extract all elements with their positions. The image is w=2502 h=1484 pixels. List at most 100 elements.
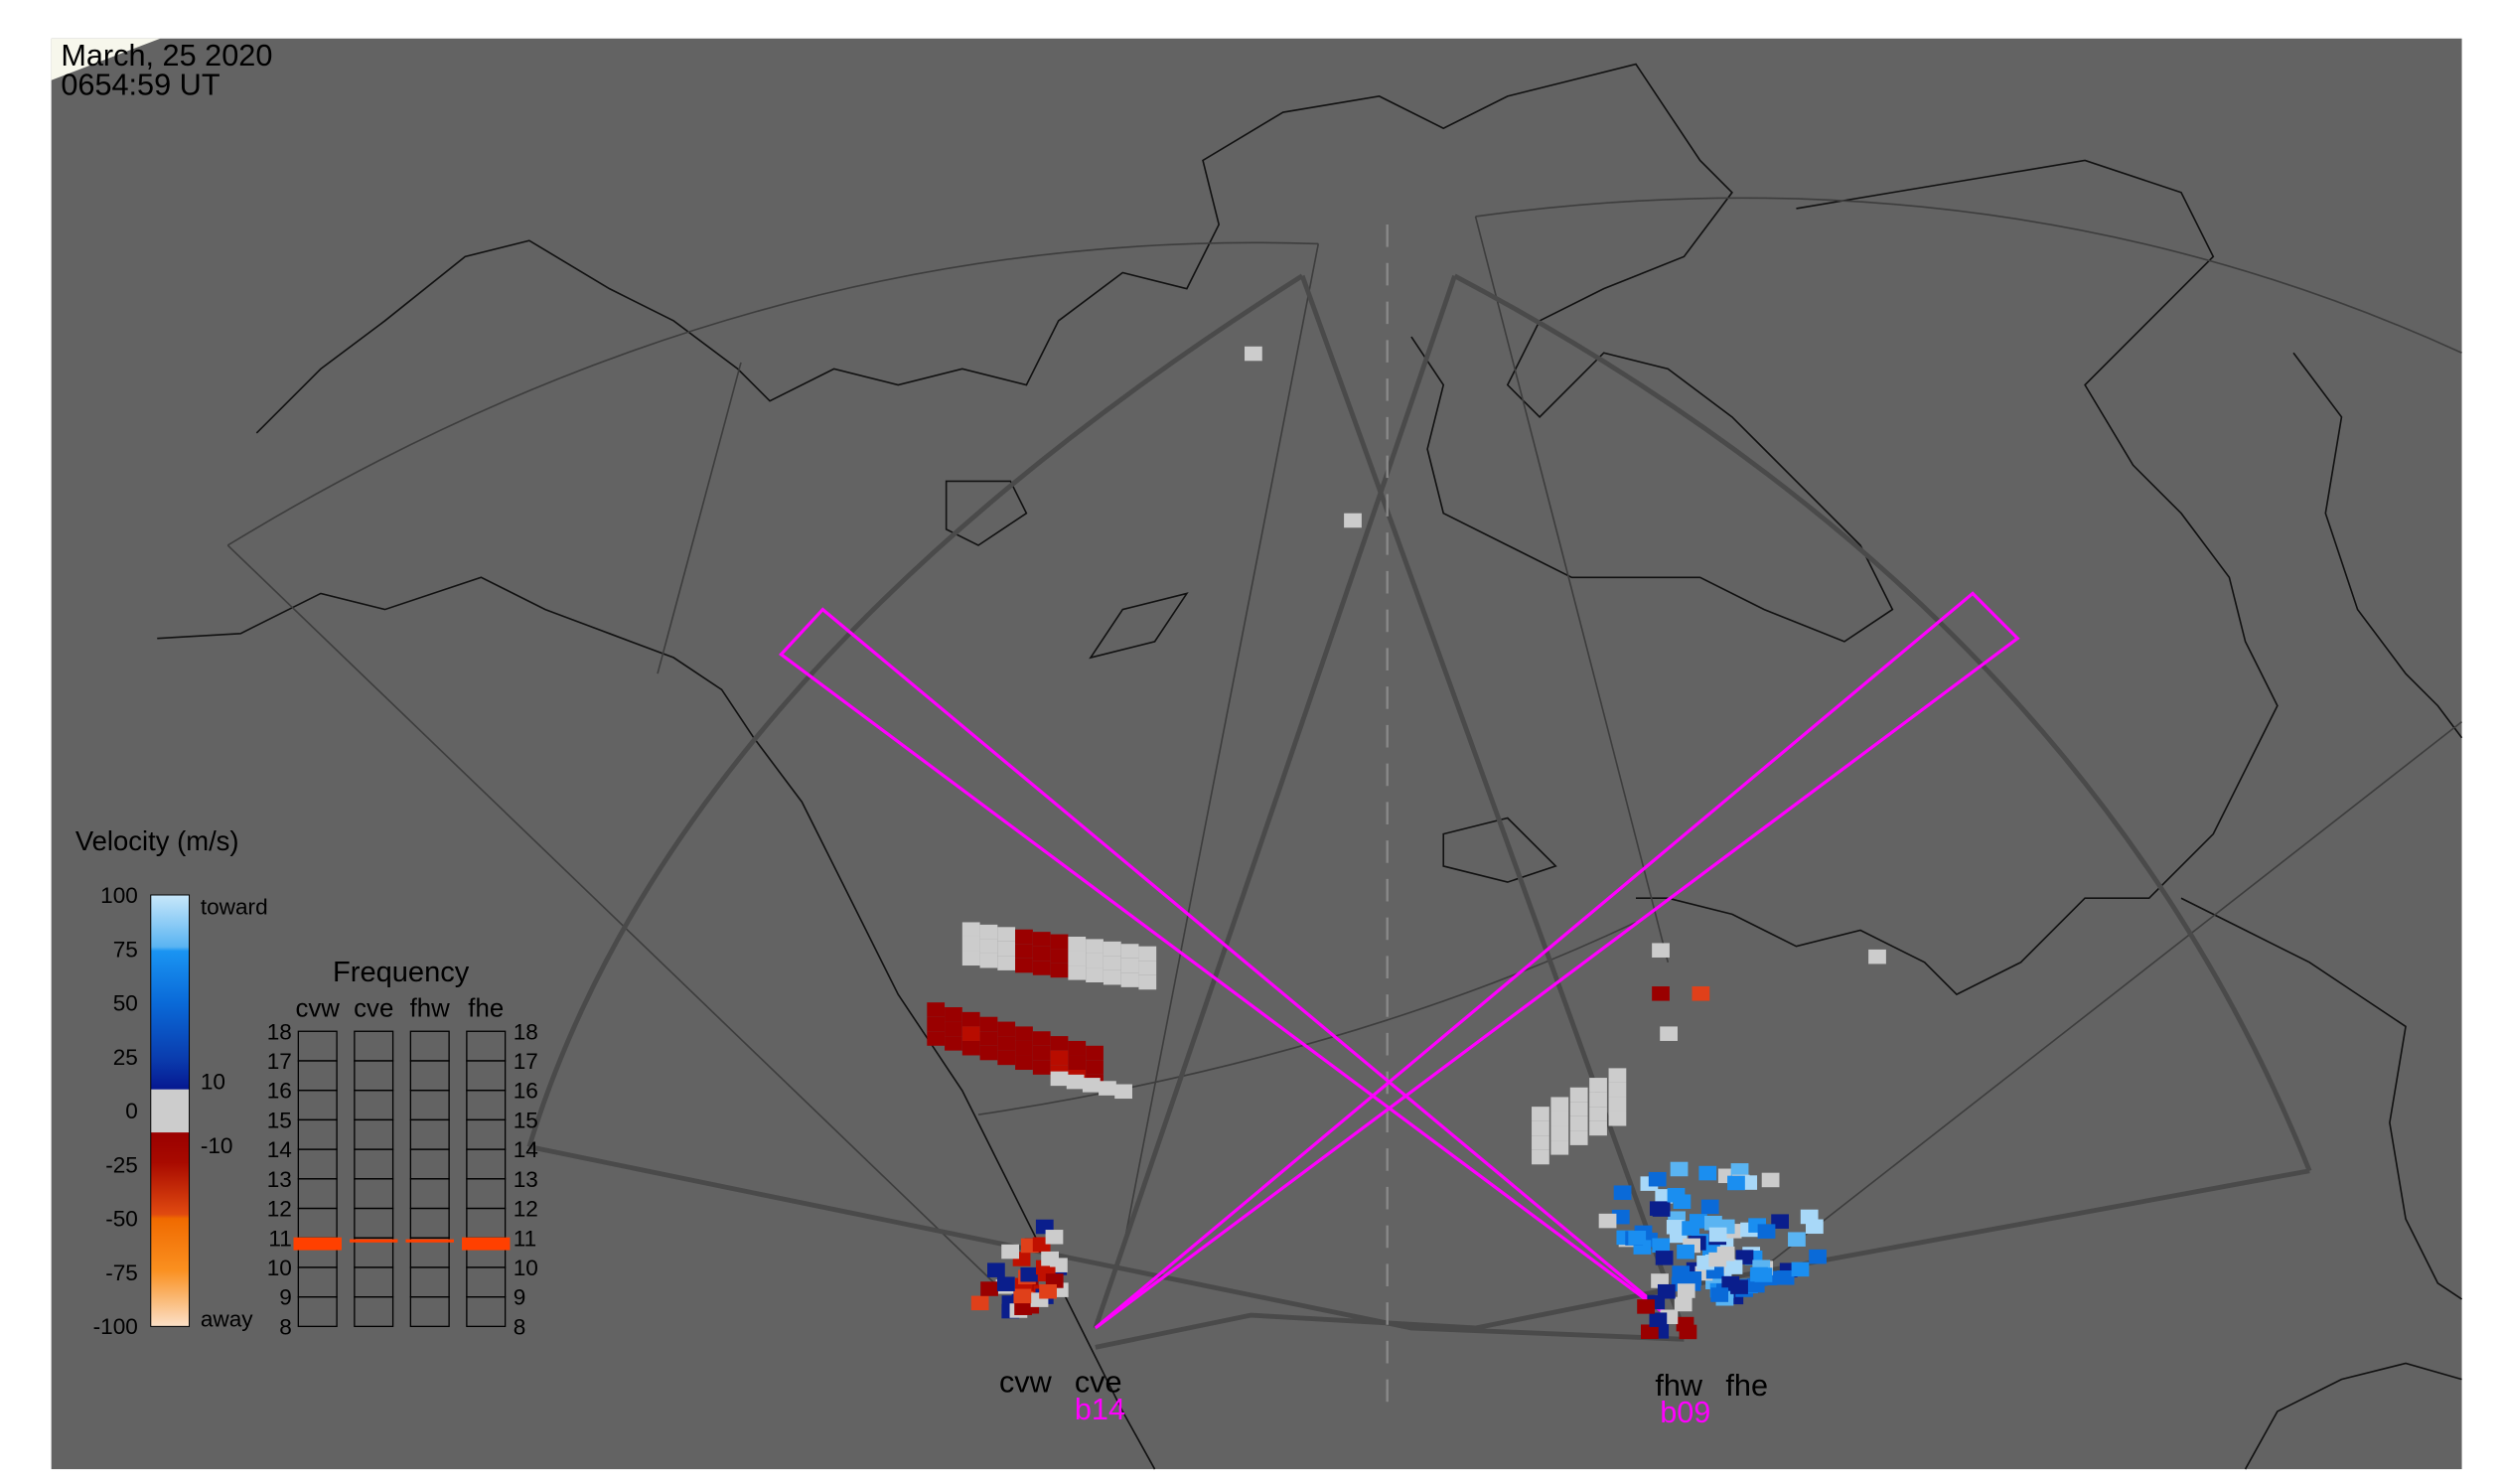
echo-cell (927, 1016, 946, 1032)
echo-cell (1608, 1111, 1627, 1126)
velocity-tick: 75 (113, 937, 138, 962)
gray-lower-label: -10 (201, 1133, 233, 1158)
frequency-cell (297, 1296, 338, 1328)
echo-cell (1788, 1232, 1806, 1247)
velocity-tick: -75 (105, 1261, 138, 1285)
echo-cell (1608, 1097, 1627, 1112)
echo-cell (1032, 946, 1051, 962)
beam-label-fhw: b09 (1660, 1396, 1710, 1429)
beam-label-cve: b14 (1075, 1393, 1125, 1426)
echo-cell (1032, 1060, 1051, 1075)
echo-cell (1550, 1111, 1569, 1126)
legend-title: Velocity (m/s) (75, 825, 239, 856)
velocity-tick: 25 (113, 1045, 138, 1070)
echo-cell (1114, 1084, 1132, 1100)
echo-cell (1013, 1288, 1032, 1304)
echo-cell (979, 939, 998, 954)
echo-cell (1068, 1055, 1087, 1071)
echo-cell (1103, 956, 1121, 970)
echo-cell (1652, 1238, 1671, 1254)
echo-cell (997, 941, 1016, 957)
echo-cell (1670, 1161, 1689, 1177)
frequency-axis-right: 14 (514, 1137, 538, 1162)
frequency-cell (409, 1296, 450, 1328)
frequency-column-label: fhe (468, 995, 504, 1023)
echo-cell (1032, 1031, 1051, 1046)
echo-cell (1045, 1230, 1064, 1245)
beam-b09 (778, 607, 1686, 1330)
echo-cell (1015, 944, 1033, 959)
echo-cell (979, 924, 998, 940)
fov-thin (226, 197, 2463, 1284)
echo-cell (1710, 1287, 1729, 1302)
frequency-marker (293, 1237, 342, 1251)
echo-cell (1086, 967, 1104, 983)
echo-cell (1660, 1026, 1678, 1041)
site-label-cve: cve (1075, 1366, 1122, 1400)
echo-cell (1613, 1185, 1632, 1200)
echo-cell (1086, 1045, 1104, 1061)
echo-cell (1103, 941, 1121, 957)
frequency-marker (350, 1239, 398, 1243)
echo-cell (1068, 965, 1087, 980)
frequency-column-label: fhw (410, 995, 451, 1023)
date-label: March, 25 2020 (61, 39, 272, 73)
echo-cell (1050, 1071, 1069, 1087)
frequency-axis-left: 8 (279, 1314, 292, 1339)
echo-cell (927, 1031, 946, 1046)
echo-cell (1138, 974, 1157, 990)
echo-cell (997, 1036, 1016, 1051)
echo-cell (1791, 1261, 1810, 1277)
echo-cell (1682, 1221, 1700, 1236)
echo-cell (961, 1040, 980, 1056)
echo-cell (961, 1011, 980, 1027)
frequency-axis-left: 18 (267, 1019, 292, 1044)
frequency-axis-right: 15 (514, 1108, 538, 1132)
echo-cell (1032, 932, 1051, 947)
echo-cell (1041, 1251, 1059, 1266)
echo-cell (1637, 1299, 1655, 1314)
echo-cell (1771, 1214, 1789, 1229)
echo-cell (1050, 1036, 1069, 1051)
velocity-echoes (927, 346, 1886, 1340)
time-label: 0654:59 UT (61, 68, 220, 101)
echo-cell (1750, 1266, 1768, 1282)
echo-cell (1730, 1163, 1749, 1178)
echo-cell (1677, 1283, 1695, 1298)
frequency-axis-right: 8 (514, 1314, 526, 1339)
echo-cell (979, 1031, 998, 1046)
echo-cell (1677, 1244, 1694, 1260)
echo-cell (987, 1262, 1005, 1277)
velocity-tick: -25 (105, 1152, 138, 1177)
echo-cell (1652, 1202, 1671, 1217)
echo-cell (1120, 944, 1139, 959)
echo-cell (1068, 951, 1087, 966)
echo-cell (1868, 949, 1886, 965)
frequency-axis-right: 11 (514, 1226, 536, 1251)
echo-cell (1569, 1087, 1588, 1103)
echo-cell (1657, 1283, 1676, 1299)
echo-cell (1099, 1081, 1116, 1096)
frequency-axis-left: 12 (267, 1197, 292, 1222)
echo-cell (961, 951, 980, 966)
echo-cell (1700, 1199, 1719, 1215)
frequency-marker (462, 1237, 511, 1251)
frequency-axis-right: 18 (514, 1019, 538, 1044)
frequency-axis-left: 11 (268, 1226, 291, 1251)
velocity-tick: -100 (93, 1314, 138, 1339)
fov-thick (526, 273, 2312, 1350)
site-label-fhe: fhe (1725, 1369, 1768, 1403)
echo-cell (1569, 1102, 1588, 1116)
echo-cell (1015, 1055, 1033, 1071)
echo-cell (1120, 958, 1139, 973)
map-background (51, 38, 2462, 1470)
frequency-axis-right: 13 (514, 1167, 538, 1192)
echo-cell (979, 1045, 998, 1061)
echo-cell (961, 936, 980, 952)
echo-cell (1598, 1213, 1617, 1229)
echo-cell (1648, 1171, 1667, 1187)
echo-cell (979, 1016, 998, 1032)
